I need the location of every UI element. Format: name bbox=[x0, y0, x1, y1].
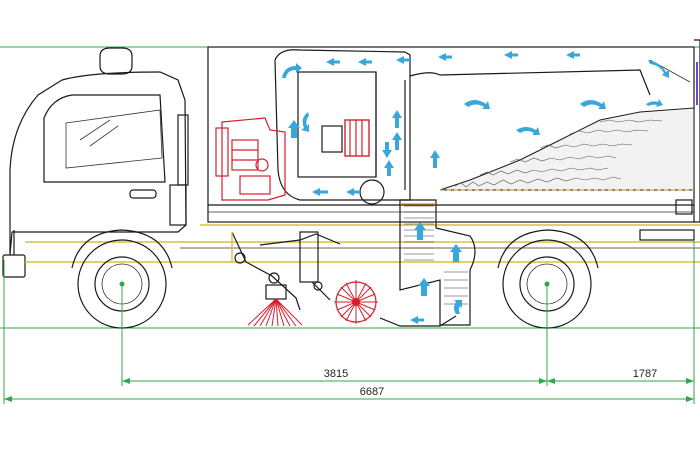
auxiliary-engine bbox=[215, 117, 286, 201]
truck-cab bbox=[2, 47, 189, 278]
blower-motor bbox=[344, 119, 370, 157]
side-broom bbox=[247, 284, 303, 327]
brush-linkage bbox=[231, 231, 341, 311]
main-broom bbox=[334, 280, 378, 324]
overall-length-label: 6687 bbox=[360, 386, 384, 398]
rear-wheel bbox=[497, 229, 599, 329]
sweeper-body bbox=[207, 39, 700, 223]
rear-overhang-label: 1787 bbox=[633, 368, 657, 380]
dimension-lines: 3815 1787 6687 bbox=[3, 240, 695, 404]
wheelbase-label: 3815 bbox=[324, 368, 348, 380]
airflow-arrows bbox=[282, 51, 669, 324]
debris-pile bbox=[439, 107, 695, 191]
